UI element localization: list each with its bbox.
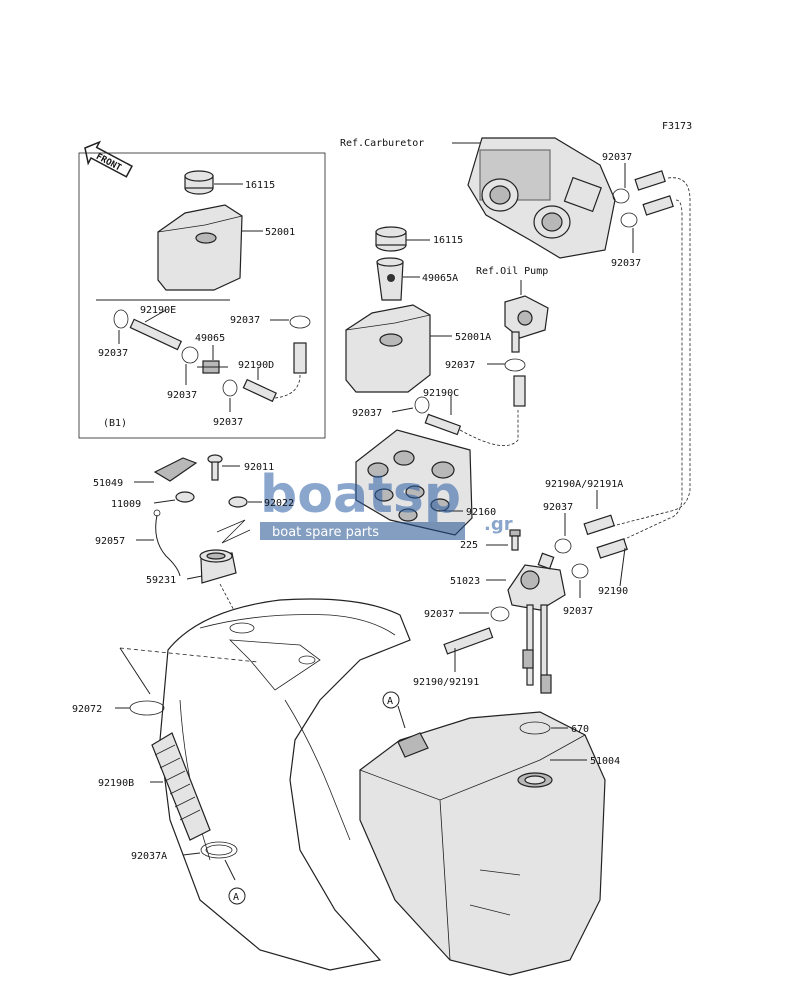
grommet-11009[interactable] bbox=[175, 491, 195, 503]
label-11009: 11009 bbox=[111, 499, 141, 510]
label-92190b: 92190B bbox=[98, 778, 134, 789]
clamp-b1-b[interactable] bbox=[181, 346, 199, 364]
label-52001a: 52001A bbox=[455, 332, 491, 343]
label-92190: 92190 bbox=[598, 586, 628, 597]
label-92037-b1d: 92037 bbox=[230, 315, 260, 326]
label-225: 225 bbox=[460, 540, 478, 551]
oil-pump[interactable] bbox=[504, 295, 549, 353]
oil-tank-cap-inset[interactable] bbox=[184, 170, 214, 195]
label-92057: 92057 bbox=[95, 536, 125, 547]
label-51023: 51023 bbox=[450, 576, 480, 587]
label-92190e: 92190E bbox=[140, 305, 176, 316]
hose-92190c[interactable] bbox=[424, 413, 462, 436]
label-49065a: 49065A bbox=[422, 273, 458, 284]
label-92022: 92022 bbox=[264, 498, 294, 509]
oil-tank-inset[interactable] bbox=[157, 204, 243, 291]
clamp-r5[interactable] bbox=[490, 606, 510, 622]
hose-92190-92191[interactable] bbox=[443, 627, 494, 655]
figure-code: F3173 bbox=[662, 121, 692, 132]
clamp-r1[interactable] bbox=[612, 188, 630, 204]
hose-c1-upright[interactable] bbox=[513, 375, 526, 407]
label-92072: 92072 bbox=[72, 704, 102, 715]
label-16115: 16115 bbox=[433, 235, 463, 246]
callout-a-bottom: A bbox=[228, 887, 246, 905]
clamp-b1-a[interactable] bbox=[113, 309, 129, 329]
fuel-valve-51023[interactable] bbox=[507, 552, 566, 694]
part-labels: 16115 52001 92190E 92037 49065 92037 920… bbox=[72, 152, 641, 862]
strainer-49065a[interactable] bbox=[376, 257, 404, 301]
label-670: 670 bbox=[571, 724, 589, 735]
label-92037-r4: 92037 bbox=[563, 606, 593, 617]
label-92037-c1: 92037 bbox=[445, 360, 475, 371]
label-92190c: 92190C bbox=[423, 388, 459, 399]
fitting-49065[interactable] bbox=[197, 360, 228, 374]
bellows-hose-92190b[interactable] bbox=[151, 732, 211, 841]
hose-92190e[interactable] bbox=[129, 318, 183, 351]
watermark-brand: boatsp bbox=[260, 465, 461, 525]
label-92011: 92011 bbox=[244, 462, 274, 473]
label-92037-r1: 92037 bbox=[602, 152, 632, 163]
hose-b1-upright[interactable] bbox=[293, 342, 307, 374]
label-92037-b1b: 92037 bbox=[167, 390, 197, 401]
grommet-92022[interactable] bbox=[228, 496, 248, 508]
clamp-r2[interactable] bbox=[620, 212, 638, 228]
label-92037-r5: 92037 bbox=[424, 609, 454, 620]
label-92037-r3: 92037 bbox=[543, 502, 573, 513]
bolt-225[interactable] bbox=[509, 529, 521, 551]
label-92190d: 92190D bbox=[238, 360, 274, 371]
callout-a-top: A bbox=[382, 691, 400, 709]
oil-tank[interactable] bbox=[345, 304, 431, 393]
label-51049: 51049 bbox=[93, 478, 123, 489]
hull-section bbox=[159, 598, 411, 971]
svg-text:A: A bbox=[387, 696, 393, 707]
clamp-r3[interactable] bbox=[554, 538, 572, 554]
filler-neck-59231[interactable] bbox=[199, 549, 237, 584]
label-92037a: 92037A bbox=[131, 851, 167, 862]
label-52001: 52001 bbox=[265, 227, 295, 238]
bracket-92160[interactable] bbox=[355, 429, 473, 536]
clamp-c2[interactable] bbox=[414, 396, 430, 414]
watermark-tagline: boat spare parts bbox=[272, 525, 379, 540]
ref-oil-pump: Ref.Oil Pump bbox=[476, 266, 548, 277]
label-59231: 59231 bbox=[146, 575, 176, 586]
hose-92190d[interactable] bbox=[242, 378, 277, 403]
hose-r-lower[interactable] bbox=[642, 195, 674, 216]
label-49065: 49065 bbox=[195, 333, 225, 344]
oil-tank-cap[interactable] bbox=[375, 226, 407, 252]
inset-tag: (B1) bbox=[103, 418, 127, 429]
label-92037-r2: 92037 bbox=[611, 258, 641, 269]
label-92037-c2: 92037 bbox=[352, 408, 382, 419]
hose-92190a[interactable] bbox=[583, 514, 615, 536]
label-16115-inset: 16115 bbox=[245, 180, 275, 191]
clamp-b1-c[interactable] bbox=[222, 379, 238, 397]
o-ring-670[interactable] bbox=[519, 721, 551, 735]
label-92037-b1c: 92037 bbox=[213, 417, 243, 428]
inset-frame bbox=[78, 152, 326, 439]
label-92190a-92191a: 92190A/92191A bbox=[545, 479, 623, 490]
clamp-r4[interactable] bbox=[571, 563, 589, 579]
clamp-b1-d[interactable] bbox=[289, 315, 311, 329]
watermark: boatsp .gr boat spare parts bbox=[260, 465, 513, 540]
clamp-92072[interactable] bbox=[129, 700, 165, 716]
front-arrow-icon: FRONT bbox=[84, 140, 133, 178]
clamp-c1[interactable] bbox=[504, 358, 526, 372]
label-51004: 51004 bbox=[590, 756, 620, 767]
ref-carburetor: Ref.Carburetor bbox=[340, 138, 424, 149]
watermark-suffix: .gr bbox=[484, 514, 513, 535]
strap-92057[interactable] bbox=[153, 509, 181, 577]
bracket-51049[interactable] bbox=[153, 457, 198, 482]
clamp-92037a[interactable] bbox=[200, 841, 238, 859]
svg-text:A: A bbox=[233, 892, 239, 903]
hose-92190[interactable] bbox=[596, 538, 628, 559]
bolt-92011[interactable] bbox=[207, 454, 223, 481]
label-92160: 92160 bbox=[466, 507, 496, 518]
label-92037-b1a: 92037 bbox=[98, 348, 128, 359]
carburetor-assembly[interactable] bbox=[467, 137, 616, 259]
label-92190-92191: 92190/92191 bbox=[413, 677, 479, 688]
hose-r-upper[interactable] bbox=[634, 170, 666, 191]
fuel-tank-51004[interactable] bbox=[359, 711, 606, 976]
